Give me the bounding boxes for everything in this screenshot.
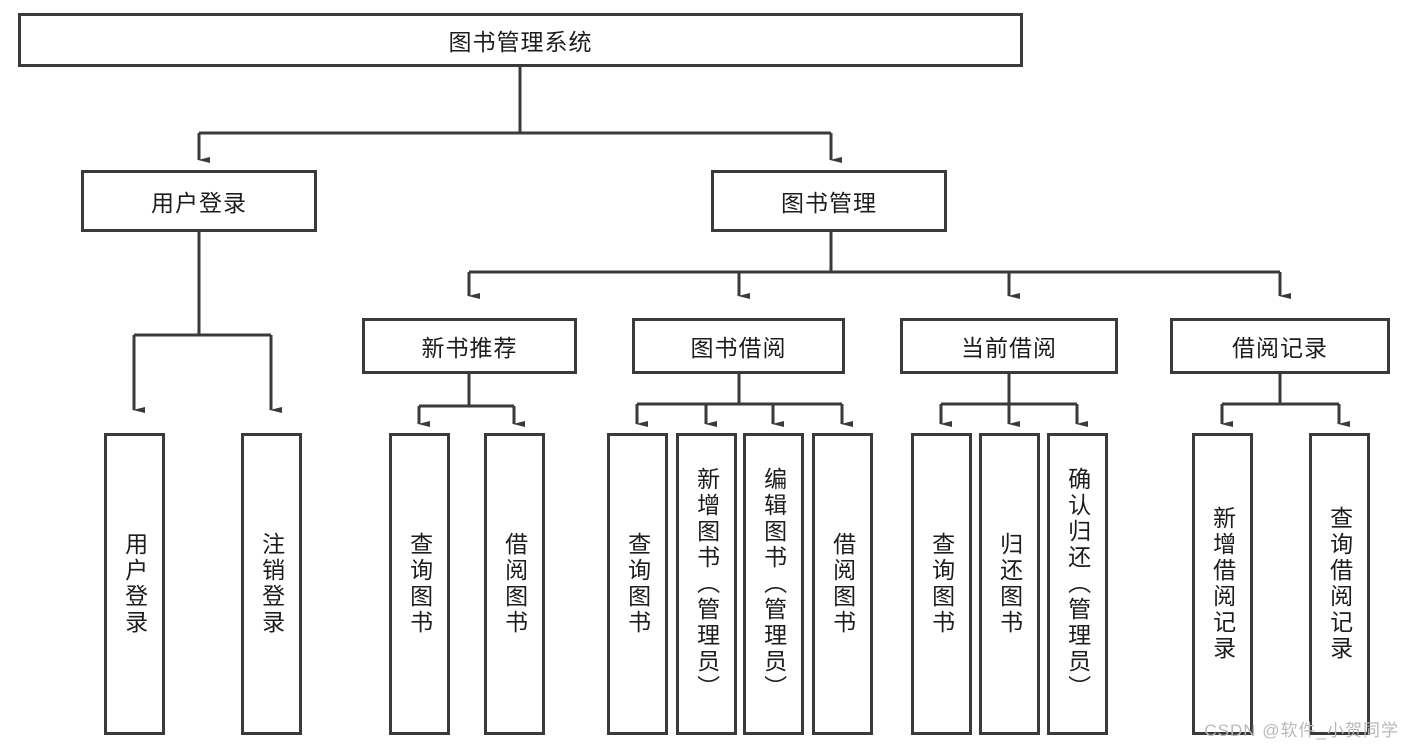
node-label: 查询图书	[406, 532, 433, 636]
node-borrow-record[interactable]: 借阅记录	[1170, 318, 1390, 374]
leaf-query-book-borrow[interactable]: 查询图书	[607, 433, 668, 735]
node-label: 归还图书	[996, 532, 1023, 636]
node-label: 查询图书	[928, 532, 955, 636]
leaf-borrow-book-recommend[interactable]: 借阅图书	[484, 433, 545, 735]
leaf-borrow-book[interactable]: 借阅图书	[812, 433, 873, 735]
leaf-add-borrow-record[interactable]: 新增借阅记录	[1192, 433, 1253, 735]
node-root-system[interactable]: 图书管理系统	[18, 13, 1023, 67]
node-label: 查询借阅记录	[1326, 506, 1353, 662]
node-user-login[interactable]: 用户登录	[81, 170, 317, 232]
leaf-logout[interactable]: 注销登录	[241, 433, 302, 735]
node-label: 借阅记录	[1232, 335, 1328, 361]
node-label: 图书管理	[781, 190, 877, 216]
node-label: 图书管理系统	[448, 29, 593, 55]
node-label: 新增图书（管理员）	[693, 467, 720, 701]
node-label: 注销登录	[258, 532, 285, 636]
node-label: 查询图书	[624, 532, 651, 636]
node-label: 新书推荐	[421, 335, 518, 361]
node-label: 用户登录	[121, 532, 148, 636]
leaf-add-book-admin[interactable]: 新增图书（管理员）	[676, 433, 737, 735]
node-label: 借阅图书	[829, 532, 856, 636]
node-current-borrow[interactable]: 当前借阅	[900, 318, 1118, 374]
node-book-borrow[interactable]: 图书借阅	[632, 318, 845, 374]
node-label: 用户登录	[151, 190, 247, 216]
leaf-query-book-recommend[interactable]: 查询图书	[389, 433, 450, 735]
node-label: 借阅图书	[501, 532, 528, 636]
node-label: 图书借阅	[690, 335, 787, 361]
leaf-user-login[interactable]: 用户登录	[104, 433, 165, 735]
node-new-book-recommend[interactable]: 新书推荐	[362, 318, 577, 374]
leaf-return-book[interactable]: 归还图书	[979, 433, 1040, 735]
csdn-watermark: CSDN @软件_小贺同学	[1204, 721, 1399, 740]
node-book-management[interactable]: 图书管理	[711, 170, 947, 232]
leaf-edit-book-admin[interactable]: 编辑图书（管理员）	[743, 433, 804, 735]
node-label: 当前借阅	[961, 335, 1057, 361]
leaf-query-book-current[interactable]: 查询图书	[911, 433, 972, 735]
node-label: 确认归还（管理员）	[1064, 467, 1091, 701]
node-label: 编辑图书（管理员）	[760, 467, 787, 701]
leaf-confirm-return-admin[interactable]: 确认归还（管理员）	[1047, 433, 1108, 735]
node-label: 新增借阅记录	[1209, 506, 1236, 662]
leaf-query-borrow-record[interactable]: 查询借阅记录	[1309, 433, 1370, 735]
